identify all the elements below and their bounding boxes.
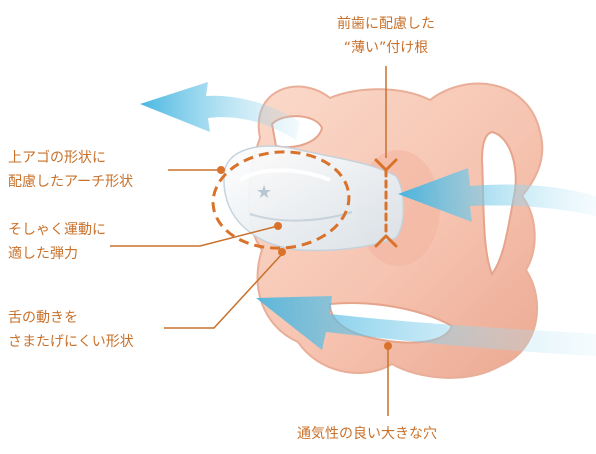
callout-tongue-line1: 舌の動きを xyxy=(8,306,134,330)
callout-tongue: 舌の動きを さまたげにくい形状 xyxy=(8,306,134,354)
callout-elastic-line2: 適した弾力 xyxy=(8,242,106,266)
callout-air-holes: 通気性の良い大きな穴 xyxy=(297,422,437,446)
nipple-star-mark: ★ xyxy=(256,182,272,203)
callout-arch-line2: 配慮したアーチ形状 xyxy=(8,170,133,194)
callout-tongue-line2: さまたげにくい形状 xyxy=(8,330,134,354)
callout-elasticity: そしゃく運動に 適した弾力 xyxy=(8,218,106,266)
callout-arch-line1: 上アゴの形状に xyxy=(8,146,133,170)
callout-arch-shape: 上アゴの形状に 配慮したアーチ形状 xyxy=(8,146,133,194)
callout-front-teeth: 前歯に配慮した “薄い”付け根 xyxy=(328,12,444,60)
callout-front-teeth-line1: 前歯に配慮した xyxy=(328,12,444,36)
callout-air-holes-line1: 通気性の良い大きな穴 xyxy=(297,422,437,446)
callout-elastic-line1: そしゃく運動に xyxy=(8,218,106,242)
callout-front-teeth-line2: “薄い”付け根 xyxy=(328,36,444,60)
